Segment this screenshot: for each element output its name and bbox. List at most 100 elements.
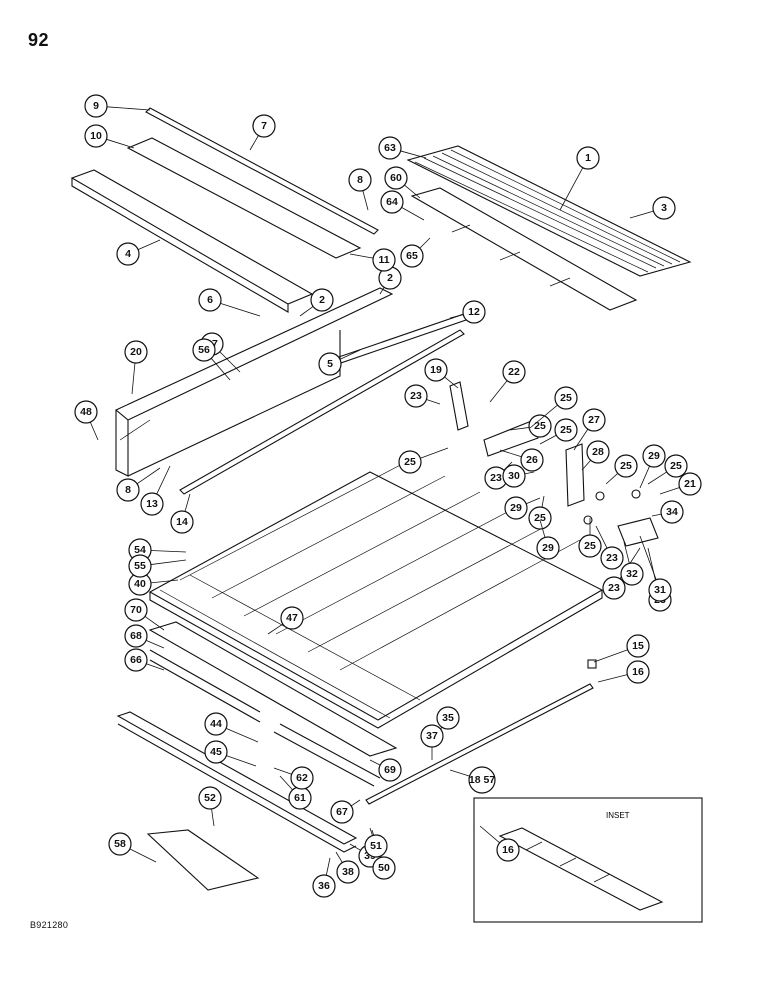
- callout-38: 38: [336, 860, 360, 884]
- callout-25: 25: [398, 450, 422, 474]
- callout-25: 25: [554, 386, 578, 410]
- callout-leader: [184, 493, 191, 512]
- svg-text:8: 8: [357, 174, 363, 186]
- channel-4: [70, 169, 314, 313]
- side-rail-17: [114, 287, 394, 477]
- callout-30: 30: [502, 464, 526, 488]
- svg-text:58: 58: [114, 838, 126, 850]
- callout-leader: [339, 349, 361, 360]
- callout-leader: [106, 138, 135, 149]
- callout-leader: [249, 135, 259, 151]
- callout-leader: [444, 376, 459, 389]
- svg-text:61: 61: [294, 792, 306, 804]
- svg-text:7: 7: [261, 120, 267, 132]
- inset-label: INSET: [606, 811, 630, 820]
- callout-leader: [145, 639, 165, 649]
- svg-text:23: 23: [608, 582, 620, 594]
- svg-text:63: 63: [384, 142, 396, 154]
- main-frame-44: [148, 459, 604, 729]
- svg-text:69: 69: [384, 764, 396, 776]
- callout-44: 44: [204, 712, 228, 736]
- svg-text:25: 25: [560, 392, 572, 404]
- callout-35: 35: [436, 706, 460, 730]
- callout-61: 61: [288, 786, 312, 810]
- callout-leader: [299, 306, 314, 317]
- svg-text:10: 10: [90, 130, 102, 142]
- svg-text:60: 60: [390, 172, 402, 184]
- svg-text:4: 4: [125, 248, 131, 260]
- callout-29: 29: [536, 536, 560, 560]
- callout-23: 23: [602, 576, 626, 600]
- callout-25: 25: [578, 534, 602, 558]
- callout-23: 23: [404, 384, 428, 408]
- svg-text:25: 25: [534, 420, 546, 432]
- callout-leader: [623, 541, 630, 564]
- callout-20: 20: [124, 340, 148, 364]
- callout-18-57: 18 57: [468, 766, 496, 794]
- svg-text:64: 64: [386, 196, 398, 208]
- svg-text:36: 36: [318, 880, 330, 892]
- callout-25: 25: [614, 454, 638, 478]
- svg-text:25: 25: [534, 512, 546, 524]
- svg-text:25: 25: [584, 540, 596, 552]
- callout-leader: [379, 287, 385, 295]
- svg-text:22: 22: [508, 366, 520, 378]
- callout-leader: [647, 471, 667, 485]
- svg-text:11: 11: [378, 254, 389, 266]
- svg-text:40: 40: [134, 578, 146, 590]
- callout-leader: [499, 449, 522, 458]
- callout-32: 32: [620, 562, 644, 586]
- callout-25: 25: [528, 506, 552, 530]
- callout-69: 69: [378, 758, 402, 782]
- callout-leader: [220, 302, 261, 317]
- callout-leader: [106, 106, 151, 111]
- svg-text:15: 15: [632, 640, 644, 652]
- svg-text:51: 51: [370, 840, 382, 852]
- callout-9: 9: [84, 94, 108, 118]
- callout-leader: [273, 767, 292, 775]
- callout-36: 36: [312, 874, 336, 898]
- svg-text:47: 47: [286, 612, 298, 624]
- svg-text:56: 56: [198, 344, 210, 356]
- svg-text:37: 37: [426, 730, 438, 742]
- bar-12: [329, 313, 467, 367]
- svg-text:25: 25: [404, 456, 416, 468]
- callout-25: 25: [528, 414, 552, 438]
- callout-67: 67: [330, 800, 354, 824]
- callout-leader: [524, 471, 535, 475]
- callout-leader: [526, 497, 541, 505]
- callout-leader: [573, 428, 589, 451]
- svg-text:65: 65: [406, 250, 418, 262]
- callout-leader: [449, 314, 464, 319]
- callout-leader: [350, 799, 361, 807]
- rod-18-57: [365, 659, 597, 805]
- callout-leader: [210, 358, 231, 381]
- callout-leader: [349, 253, 374, 259]
- callout-leader: [597, 674, 628, 683]
- callout-16: 16: [626, 660, 650, 684]
- callout-leader: [369, 827, 373, 836]
- callout-34: 34: [660, 500, 684, 524]
- callout-26: 26: [520, 448, 544, 472]
- svg-text:27: 27: [588, 414, 600, 426]
- linkage-assembly: [449, 381, 659, 547]
- callout-leader: [150, 559, 187, 565]
- callout-leader: [489, 380, 508, 403]
- callout-leader: [211, 808, 215, 827]
- svg-text:23: 23: [410, 390, 422, 402]
- callout-leader: [144, 616, 165, 631]
- callout-leader: [150, 550, 187, 553]
- strip-69-67: [149, 649, 261, 723]
- callout-leader: [404, 184, 421, 199]
- callout-11: 11: [372, 248, 396, 272]
- callout-8: 8: [116, 478, 140, 502]
- callout-7: 7: [252, 114, 276, 138]
- callout-48: 48: [74, 400, 98, 424]
- svg-text:39: 39: [364, 850, 376, 862]
- callout-leader: [449, 769, 470, 777]
- callout-leader: [219, 351, 241, 373]
- callout-31: 31: [648, 578, 672, 602]
- sheet-61: [410, 187, 638, 311]
- callout-14: 14: [170, 510, 194, 534]
- callout-65: 65: [400, 244, 424, 268]
